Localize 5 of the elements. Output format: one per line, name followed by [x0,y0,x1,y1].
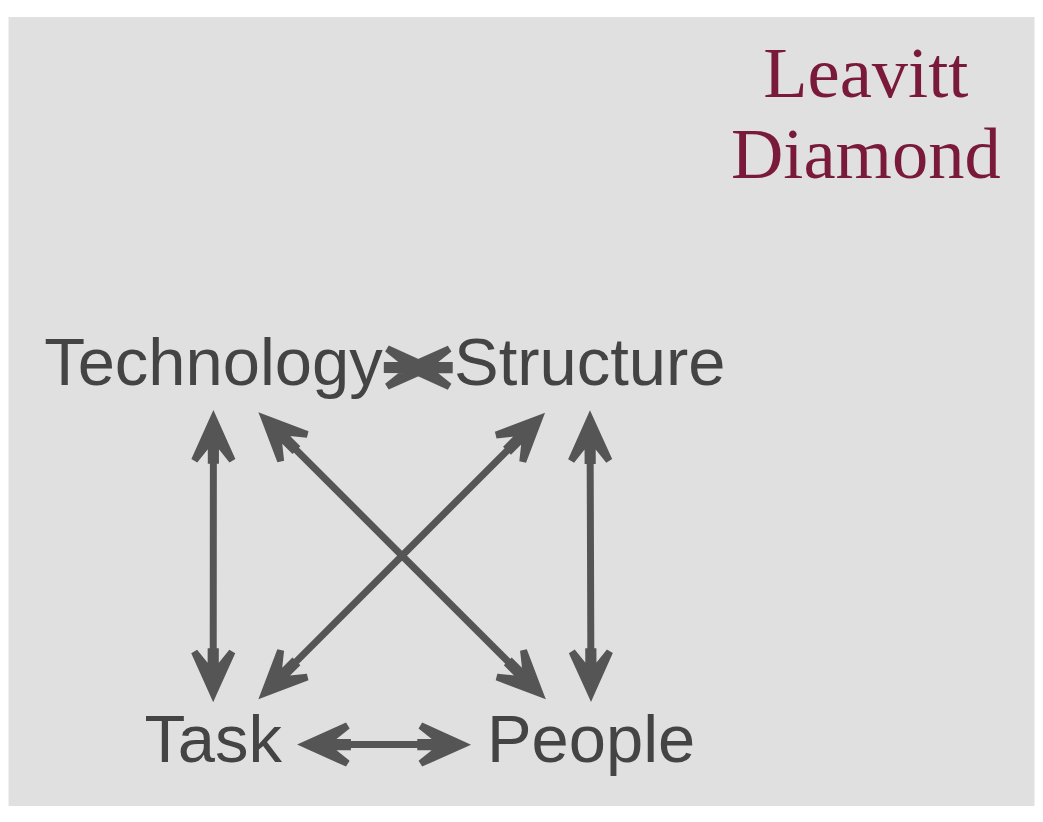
node-text: Structure [454,323,726,399]
node-text: Technology [44,323,383,399]
node-text: Task [144,700,282,776]
node-text: People [487,700,696,776]
label: Leavitt Diamond [730,31,1001,194]
